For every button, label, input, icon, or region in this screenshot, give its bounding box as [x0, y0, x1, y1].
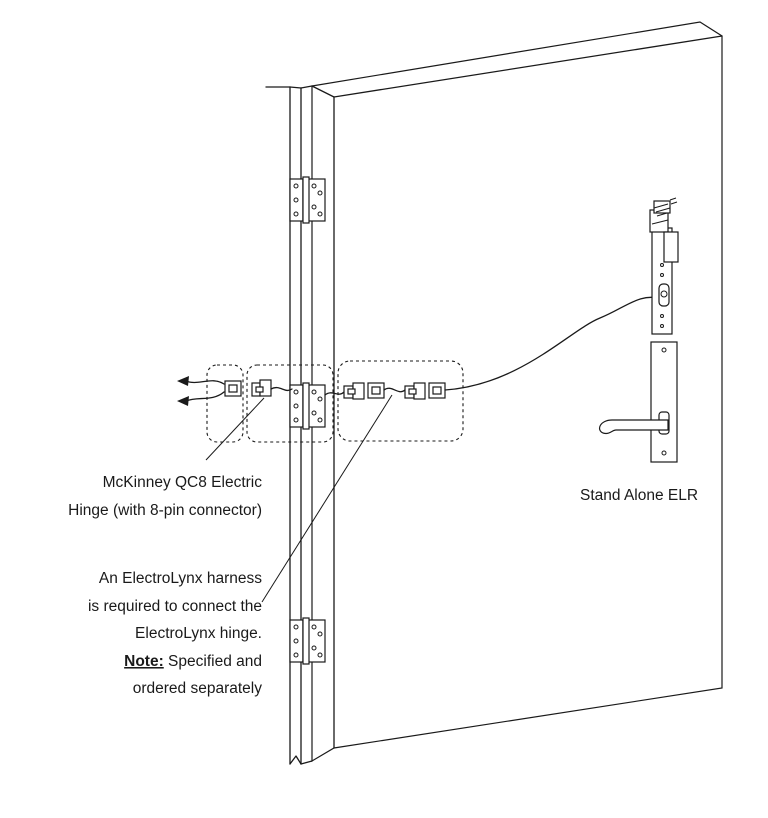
- wire-harness-icon: [324, 382, 446, 400]
- harness-cable: [444, 296, 663, 391]
- harness-label-line3: ElectroLynx hinge.: [135, 625, 262, 642]
- grouping-boxes: [206, 360, 464, 443]
- top-hinge-icon: [289, 176, 326, 224]
- device-label: Stand Alone ELR: [580, 487, 698, 504]
- arrow-icon: [177, 376, 225, 406]
- hinge-label-line1: McKinney QC8 Electric: [103, 474, 263, 491]
- electric-hinge-icon: [289, 382, 326, 430]
- door-slab: [300, 21, 723, 765]
- harness-label-line1: An ElectroLynx harness: [99, 570, 262, 587]
- latch-retraction-device-icon: [649, 197, 679, 335]
- note-label-line2: ordered separately: [133, 680, 262, 697]
- harness-leader-line: [261, 394, 393, 603]
- bottom-hinge-icon: [289, 617, 326, 665]
- hinge-wire: [270, 386, 293, 392]
- note-label-line1: Note: Specified and: [124, 653, 262, 670]
- harness-label-line2: is required to connect the: [88, 598, 262, 615]
- hinge-label-line2: Hinge (with 8-pin connector): [68, 502, 262, 519]
- hinge-leader-line: [205, 397, 265, 461]
- connector-plug-icon: [224, 379, 272, 397]
- note-line1-rest: Specified and: [164, 653, 262, 670]
- note-key: Note:: [124, 653, 164, 670]
- lever-trim-icon: [599, 341, 678, 463]
